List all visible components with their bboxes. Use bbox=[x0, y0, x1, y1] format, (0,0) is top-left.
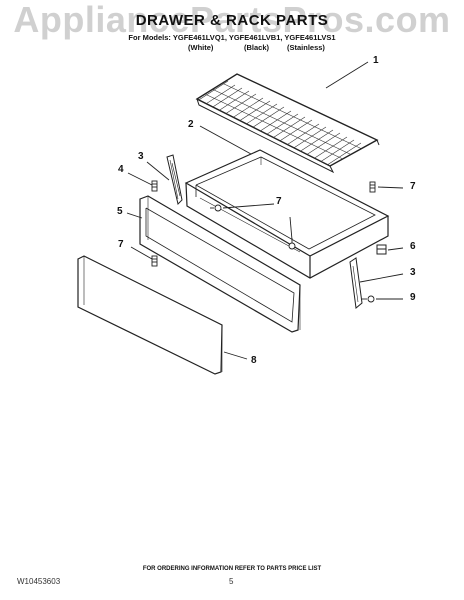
document-number: W10453603 bbox=[17, 577, 61, 586]
callout-7-right: 7 bbox=[410, 181, 416, 192]
callout-5: 5 bbox=[117, 206, 123, 217]
screw-7-front bbox=[151, 255, 158, 267]
screw-4 bbox=[151, 180, 158, 192]
callout-7-front: 7 bbox=[118, 239, 124, 250]
callout-3-left: 3 bbox=[138, 151, 144, 162]
ordering-note: FOR ORDERING INFORMATION REFER TO PARTS … bbox=[142, 566, 322, 572]
outer-drawer-front bbox=[77, 255, 223, 375]
page-number: 5 bbox=[229, 577, 234, 586]
finish-stainless: (Stainless) bbox=[287, 43, 325, 52]
glide-bracket-left bbox=[166, 154, 183, 205]
models-line: For Models: YGFE461LVQ1, YGFE461LVB1, YG… bbox=[128, 33, 336, 42]
drawer-body bbox=[184, 149, 390, 279]
glide-bracket-right bbox=[349, 257, 363, 309]
finish-black: (Black) bbox=[244, 43, 270, 52]
page-title: DRAWER & RACK PARTS bbox=[135, 12, 329, 29]
screw-7-center bbox=[210, 204, 222, 212]
callout-7-center: 7 bbox=[276, 196, 282, 207]
callout-1: 1 bbox=[373, 55, 379, 66]
screw-7-right bbox=[369, 181, 376, 193]
callout-9: 9 bbox=[410, 292, 416, 303]
callout-3-right: 3 bbox=[410, 267, 416, 278]
finish-white: (White) bbox=[188, 43, 214, 52]
screw-9 bbox=[362, 295, 375, 303]
callout-2: 2 bbox=[188, 119, 194, 130]
watermark-text: AppliancePartsPros.com bbox=[13, 0, 451, 40]
drawer-front-panel bbox=[139, 195, 301, 333]
callout-8: 8 bbox=[251, 355, 257, 366]
callout-4: 4 bbox=[118, 164, 124, 175]
callout-6: 6 bbox=[410, 241, 416, 252]
leader-lines bbox=[126, 61, 404, 360]
drawer-clip bbox=[376, 244, 387, 255]
